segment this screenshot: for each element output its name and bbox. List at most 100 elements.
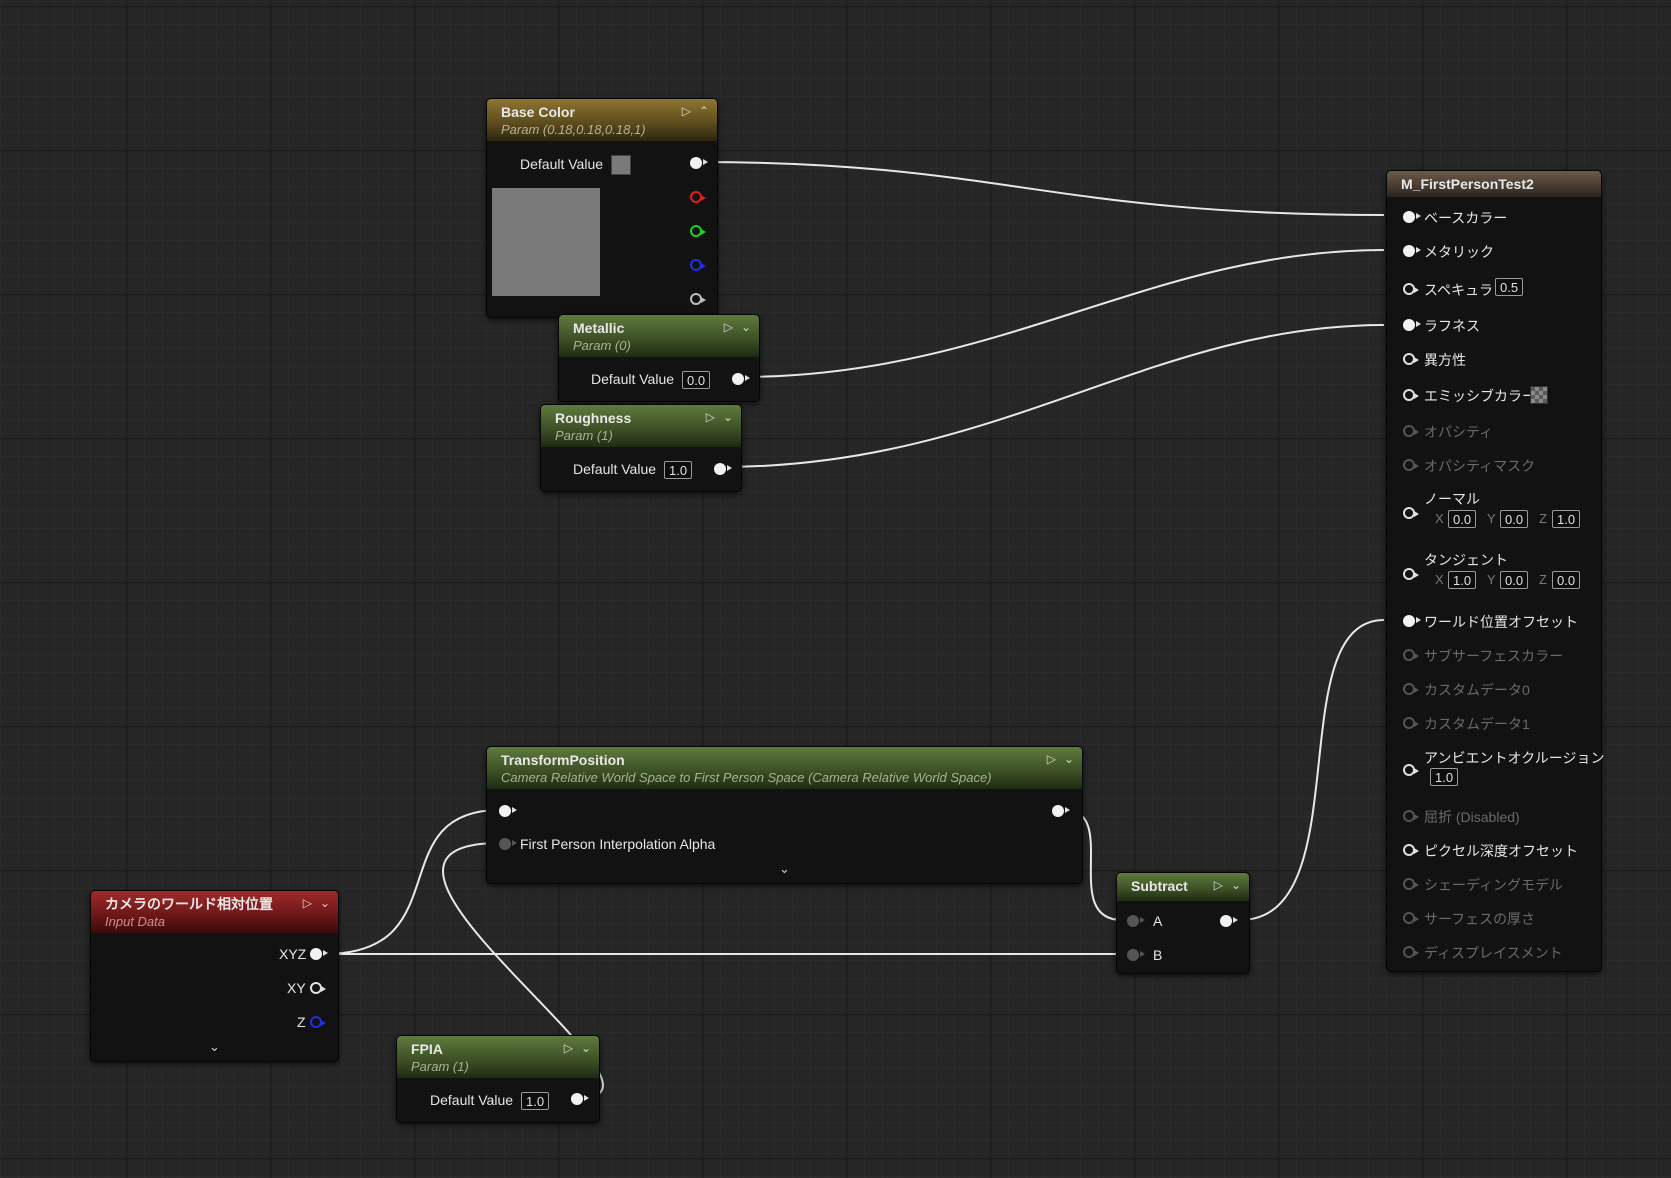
input-b-label: B: [1153, 947, 1163, 963]
node-title: M_FirstPersonTest2: [1401, 176, 1534, 192]
pin-opacity-mask[interactable]: [1403, 459, 1419, 471]
chevron-down-icon[interactable]: ⌄: [209, 1039, 220, 1054]
specular-value-field[interactable]: 0.5: [1495, 278, 1524, 296]
label-normal: ノーマル: [1424, 491, 1480, 507]
pin-tangent[interactable]: [1403, 568, 1419, 580]
pin-opacity[interactable]: [1403, 425, 1419, 437]
output-pin[interactable]: [714, 463, 732, 475]
chevron-down-icon[interactable]: ⌄: [722, 410, 733, 424]
output-pin[interactable]: [1220, 915, 1238, 927]
xyz-output-pin[interactable]: [310, 948, 328, 960]
tangent-x-field[interactable]: 1.0: [1448, 571, 1477, 589]
green-output-pin[interactable]: [690, 225, 706, 237]
red-output-pin[interactable]: [690, 191, 706, 203]
chevron-down-icon[interactable]: ⌄: [580, 1041, 591, 1055]
rgba-output-pin[interactable]: [690, 157, 708, 169]
label-base-color: ベースカラー: [1424, 210, 1508, 226]
pin-ambient-occlusion[interactable]: [1403, 764, 1419, 776]
roughness-header[interactable]: Roughness Param (1) ▷ ⌄: [541, 405, 741, 447]
transform-position-node[interactable]: TransformPosition Camera Relative World …: [486, 746, 1083, 884]
pin-world-position-offset[interactable]: [1403, 615, 1421, 627]
input-pin[interactable]: [499, 805, 517, 817]
chevron-down-icon[interactable]: ⌄: [1230, 878, 1241, 892]
emissive-color-swatch[interactable]: [1530, 386, 1548, 404]
pin-base-color[interactable]: [1403, 211, 1421, 223]
normal-z-field[interactable]: 1.0: [1552, 510, 1581, 528]
node-title: カメラのワールド相対位置: [105, 896, 273, 912]
metallic-node[interactable]: Metallic Param (0) ▷ ⌄ Default Value 0.0: [558, 314, 760, 402]
pin-custom-data-1[interactable]: [1403, 717, 1419, 729]
interpolation-alpha-pin[interactable]: [499, 838, 517, 850]
ambient-occlusion-value-field[interactable]: 1.0: [1430, 768, 1459, 786]
subtract-node[interactable]: Subtract ▷ ⌄ A B: [1116, 872, 1250, 974]
label-subsurface-color: サブサーフェスカラー: [1424, 648, 1564, 664]
pin-anisotropy[interactable]: [1403, 353, 1419, 365]
pin-surface-thickness[interactable]: [1403, 912, 1419, 924]
pin-custom-data-0[interactable]: [1403, 683, 1419, 695]
camera-world-position-header[interactable]: カメラのワールド相対位置 Input Data ▷ ⌄: [91, 891, 338, 933]
label-custom-data-0: カスタムデータ0: [1424, 682, 1530, 698]
base-color-node[interactable]: Base Color Param (0.18,0.18,0.18,1) ▷ ⌃ …: [486, 98, 718, 318]
tangent-y-axis: Y: [1487, 572, 1496, 587]
preview-toggle-icon[interactable]: ▷: [1213, 878, 1223, 892]
fpia-header[interactable]: FPIA Param (1) ▷ ⌄: [397, 1036, 599, 1078]
chevron-down-icon[interactable]: ⌄: [740, 320, 751, 334]
transform-position-header[interactable]: TransformPosition Camera Relative World …: [487, 747, 1082, 789]
default-value-field[interactable]: 0.0: [682, 371, 711, 389]
input-b-pin[interactable]: [1127, 949, 1145, 961]
node-title: TransformPosition: [501, 752, 625, 768]
fpia-node[interactable]: FPIA Param (1) ▷ ⌄ Default Value 1.0: [396, 1035, 600, 1123]
preview-toggle-icon[interactable]: ▷: [563, 1041, 573, 1055]
chevron-down-icon[interactable]: ⌄: [1063, 752, 1074, 766]
label-world-position-offset: ワールド位置オフセット: [1424, 614, 1578, 630]
chevron-up-icon[interactable]: ⌃: [698, 104, 709, 118]
output-pin[interactable]: [571, 1093, 589, 1105]
camera-world-position-node[interactable]: カメラのワールド相対位置 Input Data ▷ ⌄ XYZ XY Z ⌄: [90, 890, 339, 1062]
normal-x-axis: X: [1435, 511, 1444, 526]
preview-toggle-icon[interactable]: ▷: [705, 410, 715, 424]
pin-normal[interactable]: [1403, 507, 1419, 519]
pin-metallic[interactable]: [1403, 245, 1421, 257]
label-displacement: ディスプレイスメント: [1424, 945, 1563, 961]
base-color-header[interactable]: Base Color Param (0.18,0.18,0.18,1) ▷ ⌃: [487, 99, 717, 141]
subtract-header[interactable]: Subtract ▷ ⌄: [1117, 873, 1249, 901]
base-color-swatch[interactable]: [611, 155, 631, 175]
default-value-field[interactable]: 1.0: [664, 461, 693, 479]
pin-emissive-color[interactable]: [1403, 389, 1419, 401]
material-result-node[interactable]: M_FirstPersonTest2 ベースカラー メタリック スペキュラ 0.…: [1386, 170, 1604, 972]
label-tangent: タンジェント: [1424, 552, 1508, 568]
xy-output-pin[interactable]: [310, 982, 326, 994]
blue-output-pin[interactable]: [690, 259, 706, 271]
metallic-header[interactable]: Metallic Param (0) ▷ ⌄: [559, 315, 759, 357]
preview-toggle-icon[interactable]: ▷: [302, 896, 312, 910]
input-a-pin[interactable]: [1127, 915, 1145, 927]
tangent-z-field[interactable]: 0.0: [1552, 571, 1581, 589]
pin-subsurface-color[interactable]: [1403, 649, 1419, 661]
preview-toggle-icon[interactable]: ▷: [681, 104, 691, 118]
default-value-field[interactable]: 1.0: [521, 1092, 550, 1110]
preview-toggle-icon[interactable]: ▷: [1046, 752, 1056, 766]
pin-refraction[interactable]: [1403, 810, 1419, 822]
pin-pixel-depth-offset[interactable]: [1403, 844, 1419, 856]
chevron-down-icon[interactable]: ⌄: [779, 861, 790, 876]
chevron-down-icon[interactable]: ⌄: [319, 896, 330, 910]
label-refraction: 屈折 (Disabled): [1424, 809, 1520, 825]
alpha-output-pin[interactable]: [690, 293, 706, 305]
node-title: Metallic: [573, 320, 625, 336]
normal-y-field[interactable]: 0.0: [1500, 510, 1529, 528]
pin-roughness[interactable]: [1403, 319, 1421, 331]
z-output-pin[interactable]: [310, 1016, 326, 1028]
normal-x-field[interactable]: 0.0: [1448, 510, 1477, 528]
node-title: FPIA: [411, 1041, 443, 1057]
output-pin[interactable]: [732, 373, 750, 385]
pin-shading-model[interactable]: [1403, 878, 1419, 890]
preview-toggle-icon[interactable]: ▷: [723, 320, 733, 334]
tangent-y-field[interactable]: 0.0: [1500, 571, 1529, 589]
output-pin[interactable]: [1052, 805, 1070, 817]
material-result-header[interactable]: M_FirstPersonTest2: [1387, 171, 1601, 197]
wire-roughness-to-material: [721, 324, 1385, 468]
roughness-node[interactable]: Roughness Param (1) ▷ ⌄ Default Value 1.…: [540, 404, 742, 492]
node-subtitle: Param (0.18,0.18,0.18,1): [501, 122, 646, 137]
pin-specular[interactable]: [1403, 283, 1419, 295]
pin-displacement[interactable]: [1403, 946, 1419, 958]
